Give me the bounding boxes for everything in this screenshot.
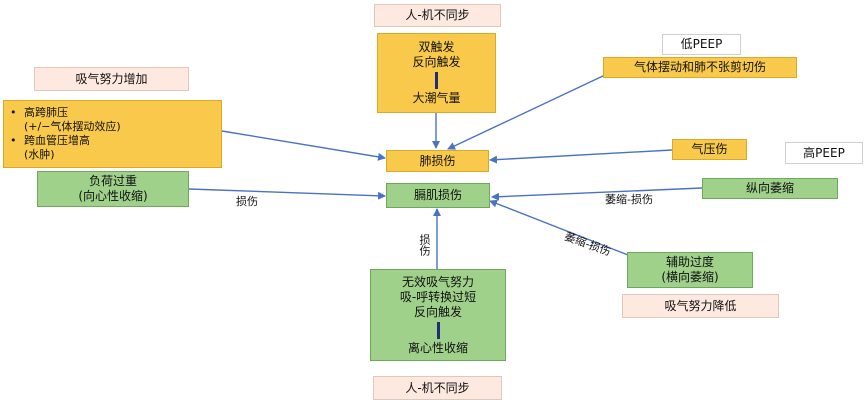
transverse-atrophy-text: (横向萎缩) [661,270,719,284]
high-peep-text: 高PEEP [803,145,845,160]
pendelluft-effect-text: (+/−气体摆动效应) [24,120,121,133]
transpulmonary-text: 高跨肺压 [24,106,68,119]
effort-increase-text: 吸气努力增加 [75,71,148,86]
barotrauma-text: 气压伤 [691,142,728,156]
double-trigger-text: 双触发 [418,40,455,54]
effort-increase-label: 吸气努力增加 [34,67,189,91]
async-label-bottom: 人-机不同步 [373,376,502,400]
eccentric-contraction-text: 离心性收缩 [407,340,468,355]
arrow-overload-to-diaphragm [188,188,386,200]
edema-text: (水肿) [24,148,55,161]
effort-decrease-label: 吸气努力降低 [622,294,779,318]
longitudinal-atrophy-text: 纵向萎缩 [745,181,794,195]
transvascular-item: 跨血管压增高 (水肿) [10,134,121,162]
over-assist-box: 辅助过度 (横向萎缩) [627,252,753,288]
lung-injury-text: 肺损伤 [419,153,456,168]
arrow-gas-to-lung [447,74,606,150]
effort-decrease-text: 吸气努力降低 [664,298,737,313]
async-label-top: 人-机不同步 [374,4,501,27]
concentric-text: (向心性收缩) [78,189,148,203]
over-assist-text: 辅助过度 [665,255,714,269]
arrow-pressures-to-lung [221,130,386,161]
longitudinal-atrophy-box: 纵向萎缩 [702,178,838,199]
high-peep-label: 高PEEP [785,142,863,164]
pressures-box: 高跨肺压 (+/−气体摆动效应) 跨血管压增高 (水肿) [3,100,222,168]
gas-oscillation-text: 气体摆动和肺不张剪切伤 [633,60,766,74]
transpulmonary-item: 高跨肺压 (+/−气体摆动效应) [10,106,121,134]
short-cycling-text: 吸-呼转换过短 [399,289,477,304]
arrow-longitudinal-to-diaphragm [491,187,703,201]
arrow-barotrauma-to-lung [489,149,673,164]
diaphragm-injury-box: 膈肌损伤 [386,183,490,208]
lung-injury-box: 肺损伤 [386,150,489,172]
edge-label-atrophy-injury-1: 萎缩-损伤 [605,193,653,206]
gas-oscillation-box: 气体摆动和肺不张剪切伤 [603,57,797,78]
ineffective-effort-box: 无效吸气努力 吸-呼转换过短 反向触发 离心性收缩 [370,269,506,361]
low-peep-label: 低PEEP [662,34,741,55]
dyssync-top-box: 双触发 反向触发 大潮气量 [377,33,496,113]
connector-bar [434,72,438,89]
barotrauma-box: 气压伤 [672,139,747,160]
edge-label-injury-left: 损伤 [236,195,258,208]
large-tidal-volume-text: 大潮气量 [412,91,461,105]
diaphragm-injury-text: 膈肌损伤 [413,188,462,202]
transvascular-text: 跨血管压增高 [24,134,90,147]
overload-text: 负荷过重 [88,174,137,188]
arrow-assist-to-diaphragm [489,199,629,256]
async-top-text: 人-机不同步 [405,8,470,22]
reverse-trigger-text: 反向触发 [412,55,461,69]
overload-box: 负荷过重 (向心性收缩) [37,171,189,207]
reverse-trigger-bottom-text: 反向触发 [413,304,462,319]
ineffective-effort-text: 无效吸气努力 [401,274,474,289]
connector-bar-bottom [436,321,440,339]
edge-label-injury-bottom: 损伤 [418,234,431,256]
low-peep-text: 低PEEP [680,37,723,51]
async-bottom-text: 人-机不同步 [405,380,470,395]
